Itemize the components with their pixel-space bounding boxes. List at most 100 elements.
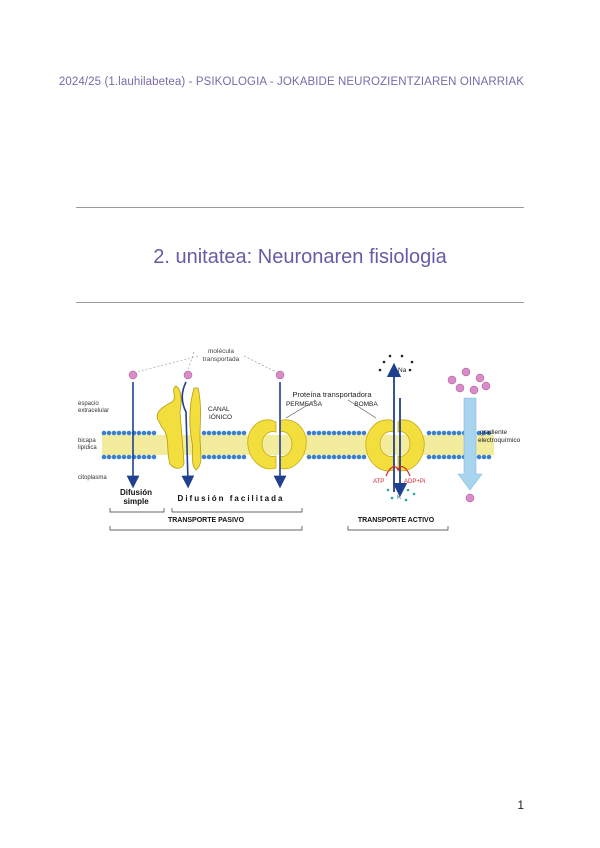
phospholipid-head: [432, 455, 437, 460]
adp-label: ADP+Pi: [404, 479, 425, 485]
phospholipid-head: [232, 455, 237, 460]
phospholipid-head: [317, 455, 322, 460]
sodium-label: Na: [398, 367, 407, 374]
molecule-label-1: molécula: [208, 348, 234, 355]
phospholipid-head: [152, 431, 157, 436]
phospholipid-head: [112, 455, 117, 460]
page-number: 1: [517, 798, 524, 812]
phospholipid-head: [207, 455, 212, 460]
simple-diffusion-label-1: Difusión: [120, 488, 152, 497]
phospholipid-head: [147, 431, 152, 436]
phospholipid-head: [237, 455, 242, 460]
phospholipid-head: [332, 455, 337, 460]
carrier-protein-label: Proteína transportadora: [292, 390, 372, 399]
phospholipid-head: [447, 455, 452, 460]
active-transport-label: TRANSPORTE ACTIVO: [358, 517, 435, 524]
phospholipid-head: [337, 431, 342, 436]
phospholipid-head: [237, 431, 242, 436]
phospholipid-head: [432, 431, 437, 436]
phospholipid-head: [427, 455, 432, 460]
phospholipid-head: [347, 455, 352, 460]
phospholipid-head: [147, 455, 152, 460]
bottom-rule: [76, 302, 524, 303]
sodium-ions: [379, 355, 414, 372]
phospholipid-head: [142, 431, 147, 436]
phospholipid-head: [437, 455, 442, 460]
phospholipid-head: [137, 431, 142, 436]
phospholipid-head: [202, 455, 207, 460]
phospholipid-head: [112, 431, 117, 436]
passive-transport-bracket: [110, 526, 302, 530]
simple-diffusion-label-2: simple: [123, 497, 149, 506]
phospholipid-head: [217, 431, 222, 436]
phospholipid-head: [342, 431, 347, 436]
phospholipid-head: [362, 431, 367, 436]
phospholipid-head: [127, 431, 132, 436]
phospholipid-head: [337, 455, 342, 460]
phospholipid-head: [457, 455, 462, 460]
ion-channel-protein: [157, 386, 184, 468]
membrane-transport-figure: molécula transportada espacio extracelul…: [76, 342, 524, 532]
pump-label: BOMBA: [354, 401, 378, 408]
phospholipid-head: [137, 455, 142, 460]
bilayer-label-2: lipídica: [78, 445, 97, 451]
phospholipid-head: [152, 455, 157, 460]
extracellular-label-2: extracelular: [78, 408, 109, 414]
running-header: 2024/25 (1.lauhilabetea) - PSIKOLOGIA - …: [59, 76, 524, 88]
phospholipid-head: [202, 431, 207, 436]
phospholipid-head: [117, 431, 122, 436]
phospholipid-head: [217, 455, 222, 460]
phospholipid-head: [312, 431, 317, 436]
phospholipid-head: [142, 455, 147, 460]
phospholipid-head: [452, 431, 457, 436]
cytoplasm-label: citoplasma: [78, 475, 107, 481]
phospholipid-head: [227, 455, 232, 460]
phospholipid-head: [207, 431, 212, 436]
phospholipid-head: [212, 431, 217, 436]
phospholipid-head: [322, 455, 327, 460]
extracellular-label-1: espacio: [78, 401, 99, 407]
page-title: 2. unitatea: Neuronaren fisiologia: [0, 246, 600, 269]
phospholipid-head: [317, 431, 322, 436]
phospholipid-head: [452, 455, 457, 460]
molecule-icon: [129, 371, 137, 379]
phospholipid-head: [102, 431, 107, 436]
diffusion-brackets: [110, 508, 302, 512]
phospholipid-head: [322, 431, 327, 436]
phospholipid-head: [477, 455, 482, 460]
phospholipid-head: [107, 431, 112, 436]
molecule-icon: [184, 371, 192, 379]
phospholipid-head: [312, 455, 317, 460]
phospholipid-head: [342, 455, 347, 460]
phospholipid-head: [122, 431, 127, 436]
channel-diffusion-arrow: [182, 382, 188, 482]
channel-label-1: CANAL: [208, 406, 230, 413]
phospholipid-head: [487, 455, 492, 460]
phospholipid-head: [447, 431, 452, 436]
phospholipid-head: [347, 431, 352, 436]
phospholipid-head: [357, 455, 362, 460]
phospholipid-head: [352, 431, 357, 436]
phospholipid-head: [442, 431, 447, 436]
phospholipid-head: [437, 431, 442, 436]
phospholipid-head: [482, 455, 487, 460]
atp-label: ATP: [373, 479, 384, 485]
bilayer-label-1: bicapa: [78, 438, 96, 444]
phospholipid-head: [362, 455, 367, 460]
phospholipid-head: [327, 431, 332, 436]
phospholipid-head: [307, 455, 312, 460]
phospholipid-head: [332, 431, 337, 436]
ion-channel-protein-right: [190, 388, 201, 470]
phospholipid-head: [442, 455, 447, 460]
phospholipid-head: [212, 455, 217, 460]
phospholipid-head: [242, 431, 247, 436]
potassium-label: K: [397, 494, 402, 501]
phospholipid-head: [327, 455, 332, 460]
phospholipid-head: [457, 431, 462, 436]
gradient-label-1: gradiente: [480, 429, 507, 436]
phospholipid-head: [352, 455, 357, 460]
molecule-label-2: transportada: [203, 356, 240, 363]
phospholipid-head: [427, 431, 432, 436]
top-rule: [76, 207, 524, 208]
channel-label-2: IÓNICO: [209, 412, 232, 421]
